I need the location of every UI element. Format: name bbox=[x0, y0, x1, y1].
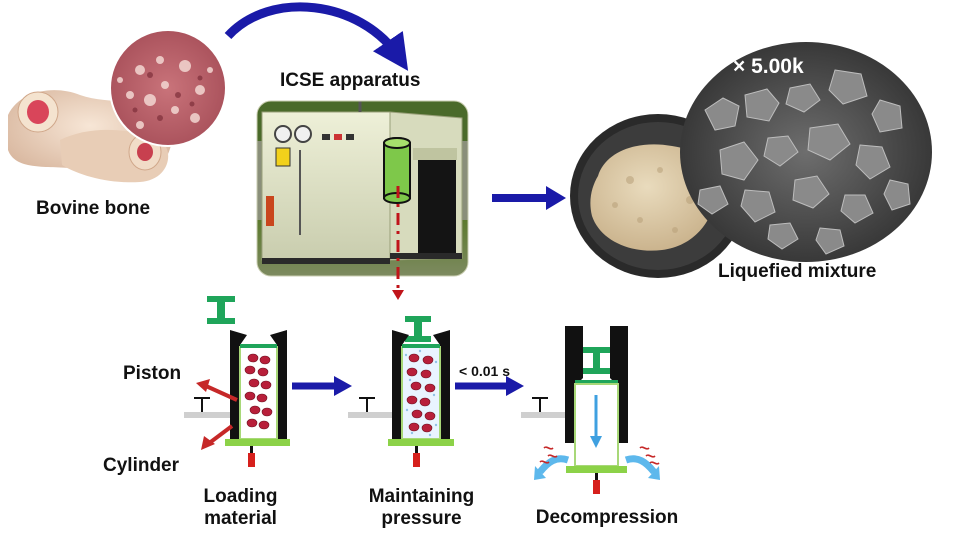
cylinder-pressure-schematic bbox=[348, 316, 454, 467]
cylinder-loading-schematic bbox=[184, 296, 290, 467]
cylinder-decompression-schematic bbox=[521, 326, 660, 494]
icse-apparatus-image bbox=[256, 100, 469, 277]
step-decompression-line1: Decompression bbox=[535, 507, 679, 528]
bovine-bone-label: Bovine bone bbox=[36, 198, 151, 219]
step-loading-line2: material bbox=[204, 507, 277, 529]
step-loading-label: Loading material bbox=[198, 486, 283, 530]
step-maintaining-line2: pressure bbox=[381, 507, 462, 529]
sem-micrograph bbox=[680, 42, 932, 262]
liquefied-mixture-label: Liquefied mixture bbox=[718, 261, 877, 282]
step-maintaining-line1: Maintaining bbox=[368, 486, 475, 507]
icse-apparatus-label: ICSE apparatus bbox=[280, 70, 421, 91]
time-label: < 0.01 s bbox=[459, 363, 510, 379]
magnification-label: × 5.00k bbox=[733, 55, 804, 78]
curved-arrow-to-apparatus bbox=[224, 2, 409, 71]
cylinder-label: Cylinder bbox=[103, 455, 180, 476]
step-loading-line1: Loading bbox=[203, 486, 278, 507]
step-maintaining-label: Maintaining pressure bbox=[354, 486, 489, 530]
step-decompression-label: Decompression bbox=[518, 507, 696, 529]
piston-label: Piston bbox=[123, 363, 182, 384]
bovine-bone-image bbox=[8, 29, 227, 183]
